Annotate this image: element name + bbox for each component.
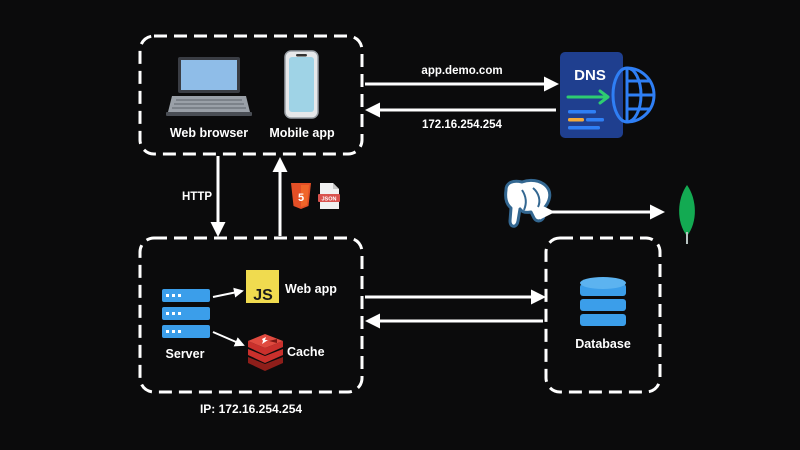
http-request-label: HTTP [182,191,212,203]
redis-icon [248,334,283,371]
cache-label: Cache [287,345,325,359]
dns-request-label: app.demo.com [421,65,502,77]
mobile-app-label: Mobile app [269,126,335,140]
dns-badge-text: DNS [574,67,606,84]
server-label: Server [166,347,205,361]
html5-badge: 5 [298,192,304,204]
laptop-icon [166,57,252,116]
webapp-label: Web app [285,282,337,296]
server-ip-label: IP: 172.16.254.254 [200,402,302,416]
json-badge: JSON [322,197,337,203]
mongodb-icon [679,185,695,244]
js-badge: JS [253,287,273,304]
html5-icon [291,183,311,209]
dns-response-label: 172.16.254.254 [422,119,503,131]
database-box [544,236,662,394]
server-to-cache-arrow [212,331,245,347]
json-file-icon [318,183,340,209]
client-box [138,34,364,156]
dns-server-icon [560,52,623,138]
globe-icon [611,66,656,124]
smartphone-icon [284,50,319,119]
web-browser-label: Web browser [170,126,248,140]
database-label: Database [575,337,631,351]
server-box [138,236,364,394]
postgresql-icon [504,178,552,228]
server-to-webapp-arrow [212,287,244,298]
server-rack-icon [162,289,210,338]
javascript-icon [246,270,279,303]
database-icon [580,277,626,326]
